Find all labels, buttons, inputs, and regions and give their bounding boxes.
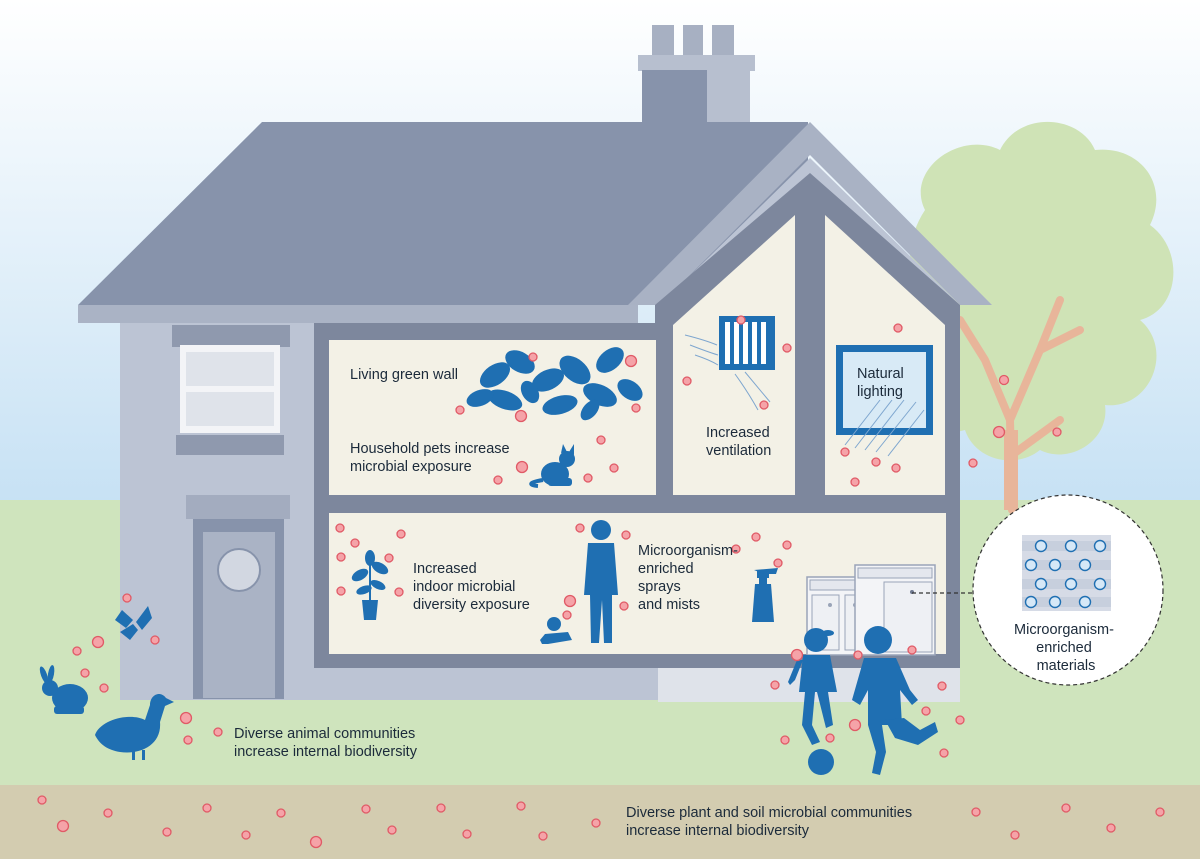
microbes <box>37 315 1165 849</box>
tree-icon <box>903 121 1174 514</box>
label-ventilation: Increased ventilation <box>706 425 774 459</box>
spray-bottle-icon <box>752 568 778 622</box>
roof-eave <box>78 305 638 323</box>
cat-icon <box>529 444 575 488</box>
label-materials: Microorganism- enriched materials <box>1014 622 1118 674</box>
roof <box>78 122 808 305</box>
duck-icon <box>95 694 174 760</box>
label-pets: Household pets increase microbial exposu… <box>350 441 514 475</box>
window-icon <box>836 345 933 457</box>
label-green-wall: Living green wall <box>350 367 458 383</box>
exterior-window <box>172 325 290 455</box>
label-sprays: Microorganism- enriched sprays and mists <box>638 543 742 613</box>
baby-icon <box>540 617 572 644</box>
rabbit-icon <box>39 665 88 714</box>
label-indoor-diversity: Increased indoor microbial diversity exp… <box>413 561 530 613</box>
front-door <box>186 495 290 699</box>
boy-icon <box>852 626 938 775</box>
label-animals: Diverse animal communities increase inte… <box>234 726 419 760</box>
man-icon <box>584 520 618 643</box>
vent-grille-icon <box>684 316 775 411</box>
butterfly-icon <box>115 606 152 640</box>
ball-icon <box>808 749 834 775</box>
girl-icon <box>788 628 837 745</box>
label-natural-lighting: Natural lighting <box>857 366 908 400</box>
gable-roof <box>628 122 992 305</box>
plant-icon <box>466 347 643 421</box>
materials-callout <box>972 494 1164 686</box>
potted-plant-icon <box>351 550 389 620</box>
label-soil: Diverse plant and soil microbial communi… <box>626 805 916 839</box>
